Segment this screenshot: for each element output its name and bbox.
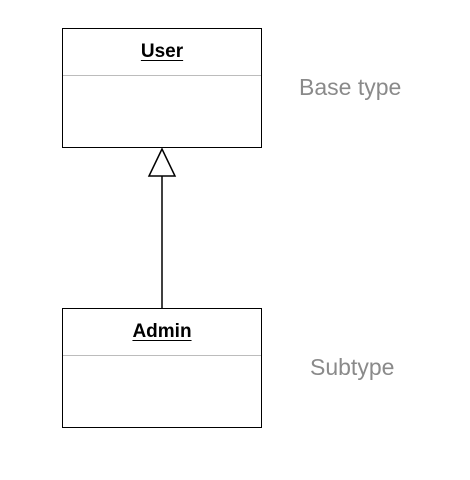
- class-box-admin[interactable]: Admin: [62, 308, 262, 428]
- class-header-user: User: [63, 29, 261, 76]
- annotation-base-type: Base type: [299, 74, 402, 100]
- class-header-admin: Admin: [63, 309, 261, 356]
- class-name-admin: Admin: [132, 321, 192, 342]
- class-name-user: User: [140, 41, 184, 62]
- generalization-arrowhead-icon: [147, 147, 177, 177]
- class-box-user[interactable]: User: [62, 28, 262, 148]
- annotation-subtype: Subtype: [310, 354, 395, 380]
